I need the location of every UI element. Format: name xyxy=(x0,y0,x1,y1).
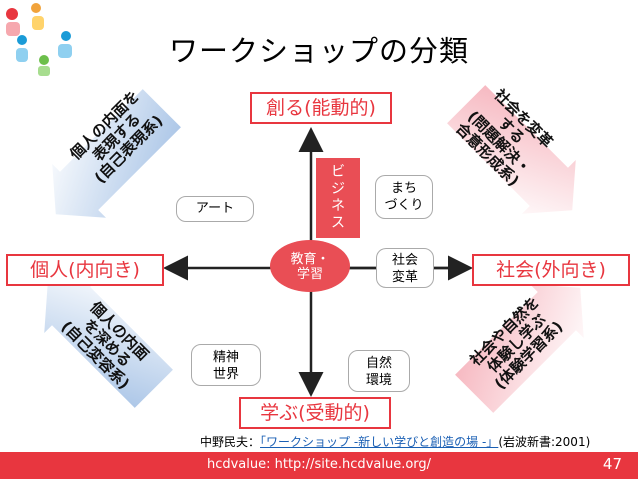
footer-url: hcdvalue: http://site.hcdvalue.org/ xyxy=(206,457,432,472)
item-social-change: 社会 変革 xyxy=(376,248,434,288)
item-art: アート xyxy=(176,196,254,222)
diagonal-arrow-bottom-right xyxy=(455,284,584,413)
axis-label-top: 創る(能動的) xyxy=(250,92,392,124)
diagonal-arrow-top-left xyxy=(52,89,181,218)
center-ellipse xyxy=(270,240,350,292)
citation: 中野民夫：「ワークショップ -新しい学びと創造の場 -」(岩波新書:2001) xyxy=(200,433,590,450)
logo-figures xyxy=(6,3,72,76)
diagonal-arrow-bottom-left xyxy=(44,279,173,408)
page-title: ワークショップの分類 xyxy=(168,34,469,68)
diagonal-arrow-top-right xyxy=(447,85,576,214)
citation-link[interactable]: 「ワークショップ -新しい学びと創造の場 -」 xyxy=(260,435,499,449)
citation-publisher: (岩波新書:2001) xyxy=(498,435,591,449)
business-label: ビ ジ ネ ス xyxy=(331,164,345,231)
item-machizukuri: まち づくり xyxy=(375,175,433,219)
axis-label-left: 個人(内向き) xyxy=(6,254,164,286)
footer-bar xyxy=(0,452,638,479)
axis-label-bottom: 学ぶ(受動的) xyxy=(239,397,391,429)
business-box xyxy=(316,158,360,238)
center-label: 教育・ 学習 xyxy=(290,252,330,282)
item-nature-env: 自然 環境 xyxy=(348,350,410,392)
page-number: 47 xyxy=(602,455,622,473)
axis-label-right: 社会(外向き) xyxy=(472,254,630,286)
item-mental-world: 精神 世界 xyxy=(191,344,261,386)
citation-author: 中野民夫： xyxy=(200,435,261,449)
